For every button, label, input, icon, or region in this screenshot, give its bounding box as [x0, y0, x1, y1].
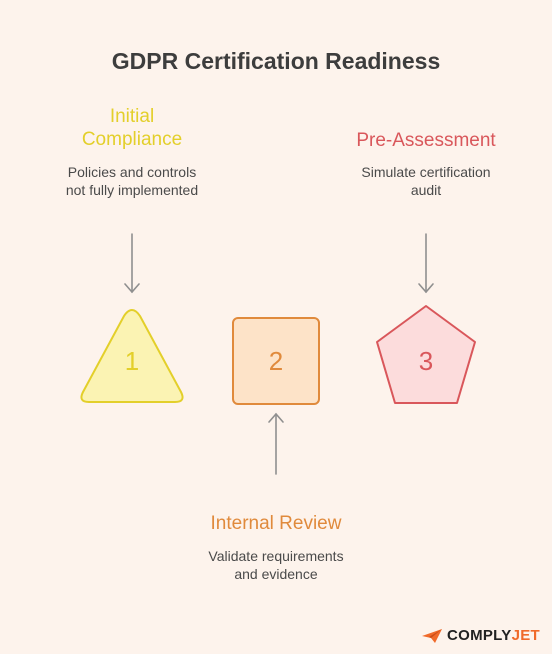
paper-plane-icon: [421, 628, 442, 643]
stage-1-desc-line2: not fully implemented: [65, 182, 199, 198]
stage-2-title: Internal Review: [210, 513, 342, 534]
stage-1-triangle-shape: [80, 309, 184, 403]
page-title: GDPR Certification Readiness: [111, 48, 441, 74]
stage-1-title: Initial Compliance: [52, 105, 212, 151]
stage-1-desc-line1: Policies and controls: [67, 164, 197, 180]
stage-1-title-line1: Initial: [109, 106, 155, 127]
stage-2-description: Validate requirements and evidence: [156, 547, 396, 583]
arrow-stage-1: [124, 233, 140, 294]
stage-3-number: 3: [419, 346, 433, 376]
logo-text-comply: COMPLY: [446, 627, 512, 644]
stage-3-description: Simulate certification audit: [326, 163, 526, 199]
arrow-stage-3: [418, 233, 434, 294]
arrow-stage-2: [268, 412, 284, 475]
stage-2-desc-line1: Validate requirements: [208, 548, 344, 564]
stage-3-desc-line1: Simulate certification: [361, 164, 491, 180]
stage-1-title-line2: Compliance: [81, 129, 183, 150]
stage-1-number: 1: [125, 346, 139, 376]
stage-2-number: 2: [269, 346, 283, 376]
stage-3-pentagon-shape: [376, 305, 476, 404]
stage-3-desc-line2: audit: [410, 182, 442, 198]
stage-3-title: Pre-Assessment: [356, 130, 496, 151]
logo-text-jet: JET: [511, 627, 540, 644]
stage-1-description: Policies and controls not fully implemen…: [32, 163, 232, 199]
stage-2-desc-line2: and evidence: [234, 566, 318, 582]
stage-2-square-shape: [232, 317, 320, 405]
